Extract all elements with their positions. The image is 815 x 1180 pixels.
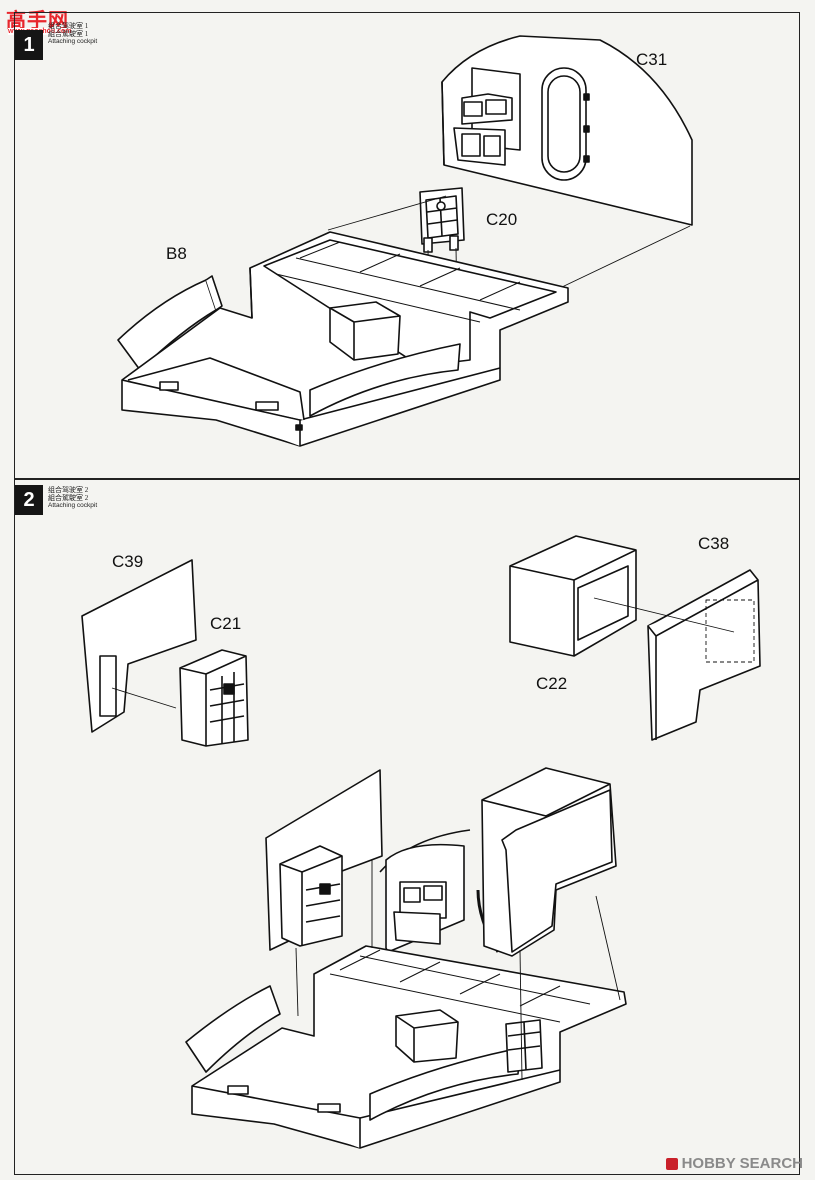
step-1-title-en: Attaching cockpit xyxy=(48,38,98,45)
label-c20: C20 xyxy=(486,210,518,229)
hobby-search-watermark: HOBBY SEARCH xyxy=(665,1155,803,1172)
step-2-number: 2 xyxy=(15,485,43,515)
step-2-title-cn: 组合驾驶室 2 xyxy=(48,486,89,494)
part-c39-panel xyxy=(81,559,197,733)
step-1-title: 组合驾驶室 1 組合駕駛室 1 Attaching cockpit xyxy=(48,22,97,46)
cockpit-floor-step-1 xyxy=(121,231,569,447)
part-c31-bulkhead xyxy=(441,35,693,226)
part-c21-box xyxy=(179,649,249,747)
step-2-title-cn-alt: 組合駕駛室 2 xyxy=(48,494,89,502)
assembled-cockpit xyxy=(185,767,627,1149)
part-c38-panel xyxy=(647,569,761,741)
step-2-guide-lines xyxy=(295,860,621,1081)
step-1-number: 1 xyxy=(15,30,43,60)
step-2-title: 组合驾驶室 2 組合駕駛室 2 Attaching cockpit xyxy=(48,486,97,510)
watermark-logo-icon xyxy=(665,1157,678,1170)
step-1-title-cn-alt: 組合駕駛室 1 xyxy=(48,30,89,38)
label-c31: C31 xyxy=(636,50,668,69)
step-1-panel xyxy=(14,12,800,479)
label-c38: C38 xyxy=(698,534,730,553)
watermark-text: HOBBY SEARCH xyxy=(681,1155,803,1172)
site-logo-text: 高手网 xyxy=(6,10,69,32)
label-b8: B8 xyxy=(166,244,187,263)
label-c39: C39 xyxy=(112,552,144,571)
step-2-panel xyxy=(14,479,800,1175)
label-c22: C22 xyxy=(536,674,568,693)
step-1-title-cn: 组合驾驶室 1 xyxy=(48,22,89,30)
part-c20-panel xyxy=(419,187,465,253)
c38-guide-line xyxy=(593,597,735,633)
part-c22-box xyxy=(509,535,637,657)
step-2-title-en: Attaching cockpit xyxy=(48,502,98,509)
c21-guide-line xyxy=(111,687,177,709)
label-c21: C21 xyxy=(210,614,242,633)
